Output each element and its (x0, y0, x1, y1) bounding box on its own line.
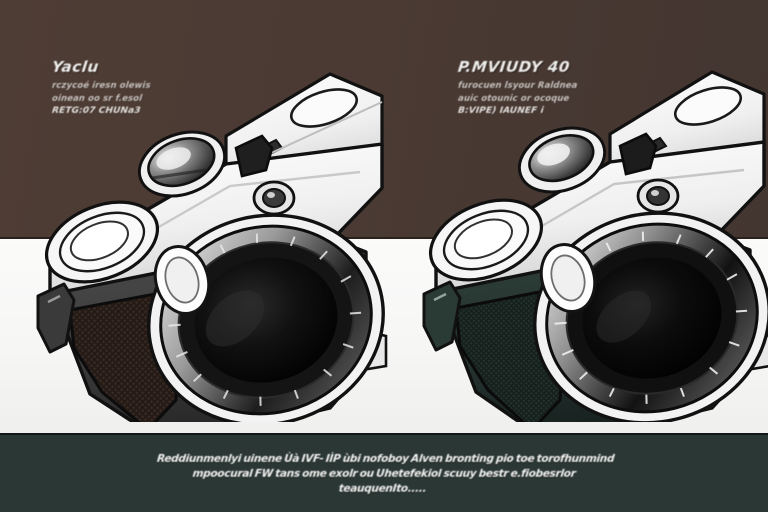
caption-bar: Reddiunmenlyi uinene Ùà IVF- IÌP ùbi nof… (0, 433, 768, 512)
rewind-button (636, 178, 680, 214)
overlay-left-line-2: oinean oo sr f.esol (51, 93, 143, 104)
camera-lens (147, 213, 385, 422)
camera-right-illustration (420, 52, 768, 422)
overlay-right-line-3: B:VIPE) IAUNEF i (457, 106, 545, 116)
overlay-text-right: P.MVIUDY 40 furocuen lsyour Raldnea auic… (456, 58, 578, 118)
camera-lens (533, 211, 768, 422)
overlay-left-line-1: rczycoé iresn olewis (51, 81, 152, 91)
overlay-right-heading: P.MVIUDY 40 (456, 58, 572, 76)
hot-shoe (618, 132, 658, 176)
overlay-left-heading: Yaclu (50, 58, 101, 76)
rewind-button (252, 180, 296, 216)
overlay-left-line-3: RETG:07 CHUNa3 (51, 106, 142, 116)
camera-left-illustration (30, 52, 400, 422)
hot-shoe (234, 134, 274, 178)
film-advance-knob (44, 200, 160, 284)
caption-text: Reddiunmenlyi uinene Ùà IVF- IÌP ùbi nof… (156, 453, 615, 495)
overlay-right-line-1: furocuen lsyour Raldnea (457, 81, 578, 91)
self-timer-lever (153, 245, 211, 315)
shutter-speed-dial (137, 130, 227, 198)
self-timer-lever (539, 243, 597, 313)
table-horizon-line (0, 237, 768, 239)
shutter-speed-dial (517, 126, 607, 194)
film-advance-knob (428, 198, 544, 282)
overlay-right-line-2: auic otounic or ocoque (457, 93, 570, 104)
overlay-text-left: Yaclu rczycoé iresn olewis oinean oo sr … (50, 58, 152, 118)
